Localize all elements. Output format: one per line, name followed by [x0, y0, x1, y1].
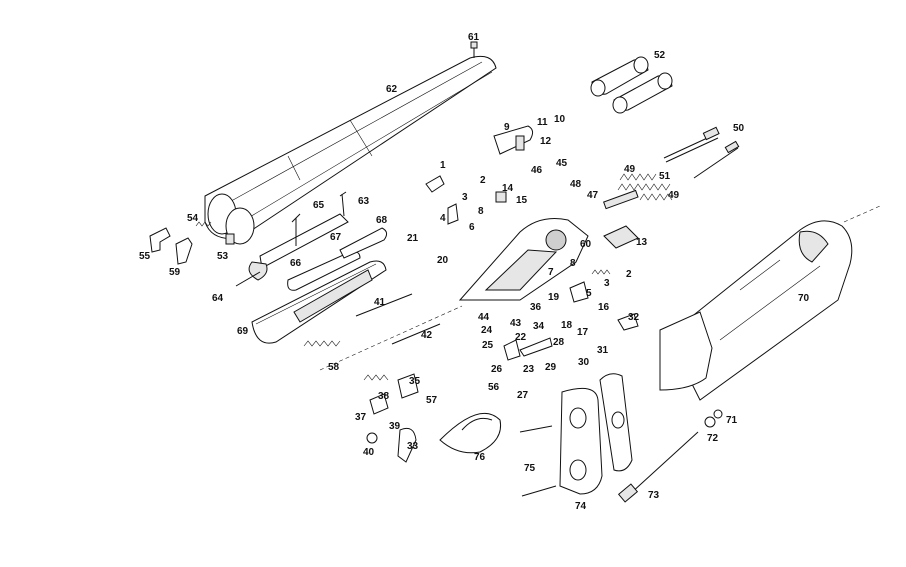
callout-3b: 3 [604, 278, 610, 289]
callout-27: 27 [517, 390, 529, 401]
callout-50: 50 [733, 123, 745, 134]
callout-72: 72 [707, 433, 719, 444]
callout-58: 58 [328, 362, 340, 373]
callout-10: 10 [554, 114, 566, 125]
callout-44: 44 [478, 312, 490, 323]
callout-6: 6 [469, 222, 475, 233]
callout-63: 63 [358, 196, 370, 207]
callout-59: 59 [169, 267, 181, 278]
callout-38: 38 [378, 391, 390, 402]
part-forend-iron [248, 191, 388, 291]
callout-26: 26 [491, 364, 503, 375]
callout-68: 68 [376, 215, 388, 226]
callout-4: 4 [440, 213, 446, 224]
callout-19: 19 [548, 292, 560, 303]
callout-61: 61 [468, 32, 480, 43]
callout-45: 45 [556, 158, 568, 169]
part-chokes [590, 56, 673, 114]
callout-8: 8 [478, 206, 484, 217]
callout-75: 75 [524, 463, 536, 474]
callout-47: 47 [587, 190, 599, 201]
callout-1: 1 [440, 160, 446, 171]
callout-46: 46 [531, 165, 543, 176]
callout-49b: 49 [668, 190, 680, 201]
callout-67: 67 [330, 232, 342, 243]
callout-17: 17 [577, 327, 589, 338]
callout-56: 56 [488, 382, 500, 393]
callout-71: 71 [726, 415, 738, 426]
callout-25: 25 [482, 340, 494, 351]
callout-3: 3 [462, 192, 468, 203]
part-buttplate [519, 373, 723, 503]
callout-16: 16 [598, 302, 610, 313]
callout-76: 76 [474, 452, 486, 463]
callout-60: 60 [580, 239, 592, 250]
callout-69: 69 [237, 326, 249, 337]
callout-labels: 1 2 2 3 3 4 5 6 7 8 8 9 10 11 12 13 14 1… [139, 32, 810, 512]
callout-5: 5 [586, 288, 592, 299]
callout-51: 51 [659, 171, 671, 182]
callout-43: 43 [510, 318, 522, 329]
callout-29: 29 [545, 362, 557, 373]
part-trigger-group [366, 373, 502, 463]
callout-21: 21 [407, 233, 419, 244]
callout-36: 36 [530, 302, 542, 313]
callout-8b: 8 [570, 258, 576, 269]
callout-20: 20 [437, 255, 449, 266]
callout-30: 30 [578, 357, 590, 368]
callout-39: 39 [389, 421, 401, 432]
callout-7: 7 [548, 267, 554, 278]
callout-34: 34 [533, 321, 545, 332]
part-internal-springs [303, 293, 463, 381]
callout-57: 57 [426, 395, 438, 406]
callout-41: 41 [374, 297, 386, 308]
callout-24: 24 [481, 325, 493, 336]
callout-35: 35 [409, 376, 421, 387]
callout-54: 54 [187, 213, 199, 224]
part-receiver [458, 125, 639, 301]
part-buttstock [659, 205, 881, 401]
callout-9: 9 [504, 122, 510, 133]
callout-53: 53 [217, 251, 229, 262]
callout-42: 42 [421, 330, 433, 341]
part-forend [251, 260, 387, 344]
callout-66: 66 [290, 258, 302, 269]
callout-62: 62 [386, 84, 398, 95]
callout-73: 73 [648, 490, 660, 501]
callout-48: 48 [570, 179, 582, 190]
callout-70: 70 [798, 293, 810, 304]
part-barrels [204, 41, 497, 245]
part-springs [603, 173, 673, 210]
part-small-left [149, 221, 261, 287]
part-small-mid [425, 175, 639, 361]
callout-22: 22 [515, 332, 527, 343]
callout-74: 74 [575, 501, 587, 512]
callout-28: 28 [553, 337, 565, 348]
callout-14: 14 [502, 183, 514, 194]
callout-23: 23 [523, 364, 535, 375]
callout-64: 64 [212, 293, 224, 304]
callout-18: 18 [561, 320, 573, 331]
callout-55: 55 [139, 251, 151, 262]
callout-32: 32 [628, 312, 640, 323]
callout-15: 15 [516, 195, 528, 206]
part-rods [663, 126, 740, 179]
callout-49: 49 [624, 164, 636, 175]
callout-13: 13 [636, 237, 648, 248]
callout-2b: 2 [626, 269, 632, 280]
callout-11: 11 [537, 117, 548, 128]
callout-52: 52 [654, 50, 666, 61]
callout-2: 2 [480, 175, 486, 186]
callout-37: 37 [355, 412, 367, 423]
callout-12: 12 [540, 136, 552, 147]
callout-33: 33 [407, 441, 419, 452]
callout-65: 65 [313, 200, 325, 211]
callout-40: 40 [363, 447, 375, 458]
callout-31: 31 [597, 345, 609, 356]
